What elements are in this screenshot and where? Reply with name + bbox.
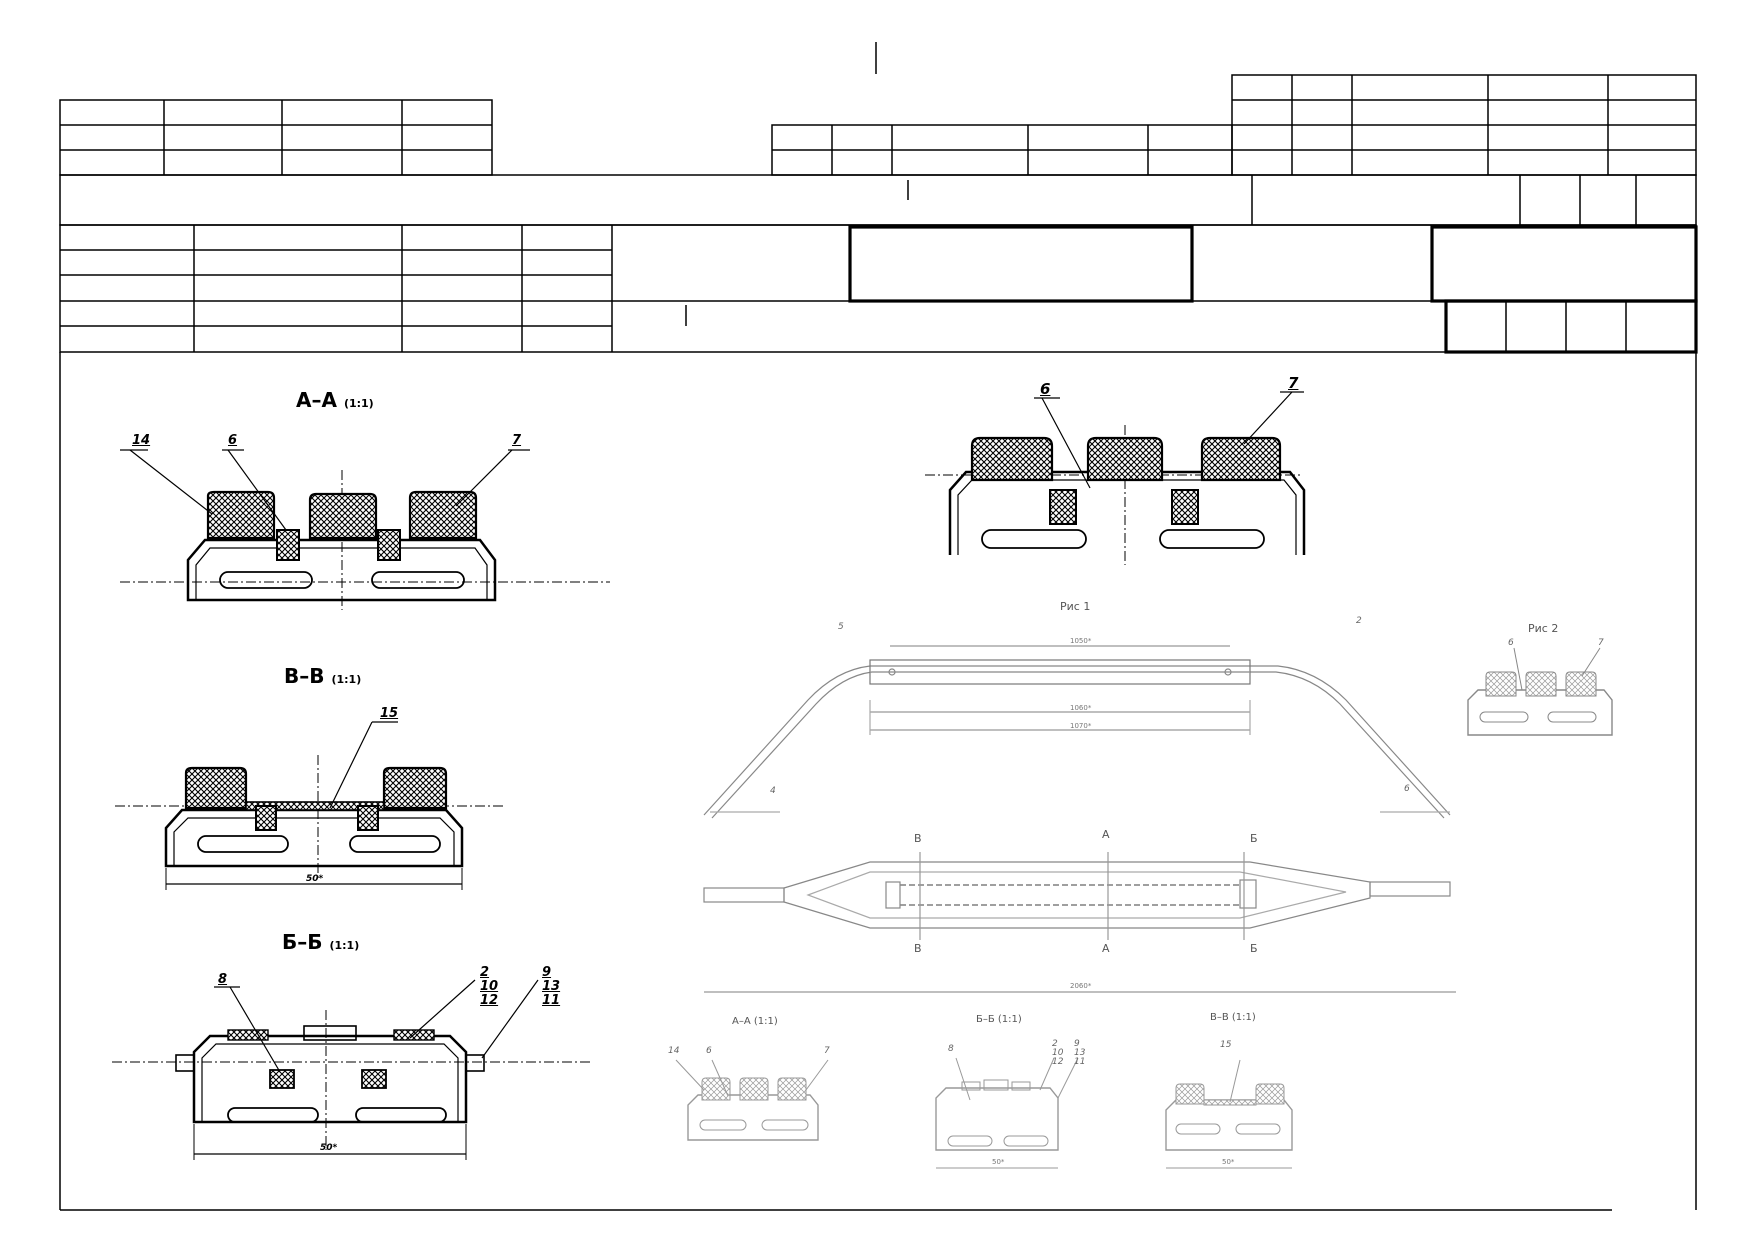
fig2-title: Рис 2 (1528, 622, 1559, 635)
title-block-bold-cells (848, 225, 1698, 354)
cut-mark-b-top: Б (1250, 832, 1258, 845)
leader-vv-15: 15 (380, 706, 399, 721)
leader-fig1-4: 4 (770, 786, 776, 796)
leader-sm-bb-2-10-12: 2 10 12 (1052, 1039, 1064, 1067)
small-vv-drawing (1165, 1059, 1293, 1169)
section-aa-title: А–А (1:1) (296, 388, 374, 412)
title-block-upper-middle (771, 124, 1233, 176)
section-bb-label: Б–Б (282, 930, 323, 954)
cut-mark-v-top: В (914, 832, 922, 845)
small-vv-title: В–В (1:1) (1210, 1012, 1256, 1023)
leader-sm-bb-9-13-11: 9 13 11 (1074, 1039, 1086, 1067)
title-block-middle-band (59, 174, 1697, 226)
leader-sm-aa-7: 7 (824, 1046, 830, 1056)
cut-mark-a-bottom: А (1102, 942, 1110, 955)
leader-bb-2: 2 (480, 965, 490, 980)
section-vv-title: В–В (1:1) (284, 664, 361, 688)
enlarged-section-drawing (925, 391, 1306, 565)
dim-fig1-mid: 1060* (1070, 704, 1092, 712)
leader-fig1-2: 2 (1356, 616, 1362, 626)
dim-plan-total: 2060* (1070, 982, 1092, 990)
dim-sm-vv-width: 50* (1222, 1158, 1235, 1166)
section-bb-drawing (112, 979, 592, 1160)
leader-aa-14: 14 (132, 433, 151, 448)
fig1-title: Рис 1 (1060, 600, 1091, 613)
leader-top-7: 7 (1288, 374, 1299, 392)
cut-mark-b-bottom: Б (1250, 942, 1258, 955)
cut-mark-v-bottom: В (914, 942, 922, 955)
leader-bb-11: 11 (542, 993, 561, 1008)
leader-bb-12: 12 (480, 993, 499, 1008)
leader-bb-13: 13 (542, 979, 561, 994)
leader-top-6: 6 (1040, 380, 1051, 398)
leader-fig1-5: 5 (838, 622, 844, 632)
section-aa-label: А–А (296, 388, 337, 412)
leader-bb-8: 8 (218, 972, 228, 987)
leader-bb-10: 10 (480, 979, 499, 994)
dim-bb-width: 50* (320, 1143, 338, 1153)
section-aa-scale: (1:1) (343, 397, 374, 410)
fig1-elevation-drawing (703, 645, 1451, 819)
section-bb-scale: (1:1) (329, 939, 360, 952)
section-vv-scale: (1:1) (331, 673, 362, 686)
small-bb-title: Б–Б (1:1) (976, 1014, 1022, 1025)
section-vv-label: В–В (284, 664, 325, 688)
dim-fig1-top: 1050* (1070, 637, 1092, 645)
leader-sm-aa-6: 6 (706, 1046, 712, 1056)
small-aa-title: А–А (1:1) (732, 1016, 778, 1027)
section-vv-drawing (115, 721, 505, 890)
fig1-plan-drawing (703, 852, 1456, 993)
dim-fig1-low: 1070* (1070, 722, 1092, 730)
small-bb-drawing (935, 1057, 1079, 1169)
dim-sm-bb-width: 50* (992, 1158, 1005, 1166)
leader-sm-vv-15: 15 (1220, 1040, 1232, 1050)
leader-bb-9: 9 (542, 965, 552, 980)
leader-sm-bb-8: 8 (948, 1044, 954, 1054)
title-block-lower-band (59, 224, 1697, 353)
leader-fig1-6: 6 (1404, 784, 1410, 794)
dim-vv-width: 50* (306, 874, 324, 884)
fig2-drawing (1467, 647, 1613, 736)
section-bb-title: Б–Б (1:1) (282, 930, 359, 954)
title-block-upper-left (59, 99, 493, 176)
leader-fig2-6: 6 (1508, 638, 1514, 648)
leader-aa-6: 6 (228, 433, 238, 448)
leader-bb-2-10-12: 2 10 12 (480, 966, 498, 1008)
title-block-upper-right (1231, 74, 1697, 176)
small-aa-drawing (675, 1059, 829, 1141)
section-aa-drawing (120, 449, 610, 610)
leader-bb-9-13-11: 9 13 11 (542, 966, 560, 1008)
cut-mark-a-top: А (1102, 828, 1110, 841)
leader-aa-7: 7 (512, 433, 522, 448)
leader-fig2-7: 7 (1598, 638, 1604, 648)
leader-sm-aa-14: 14 (668, 1046, 680, 1056)
